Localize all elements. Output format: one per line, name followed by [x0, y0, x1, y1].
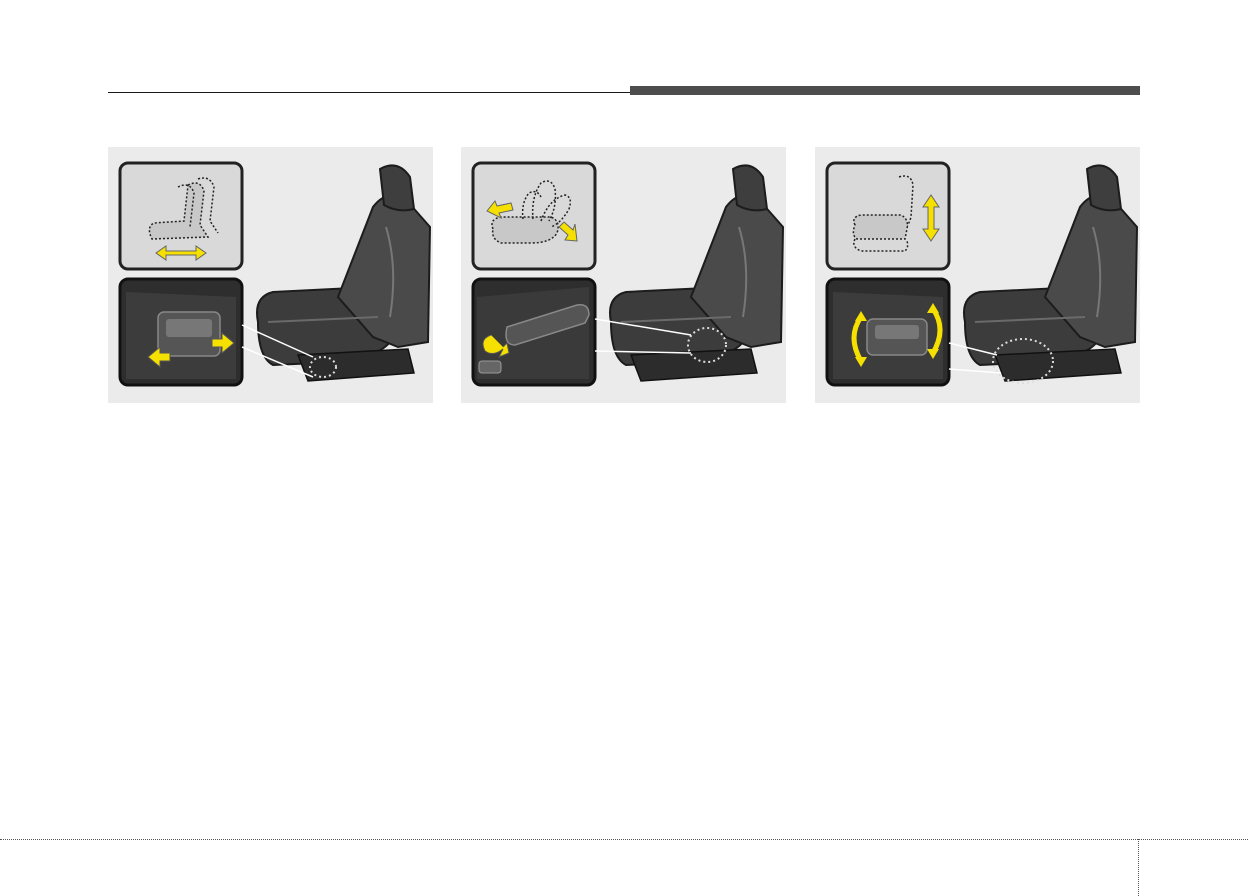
- footer-page-separator: [1138, 839, 1139, 896]
- figure-seat-height: [815, 147, 1140, 403]
- power-seat-illustration: [964, 165, 1137, 383]
- power-seat-illustration: [610, 165, 783, 381]
- power-seat-illustration: [257, 165, 430, 381]
- seat-height-outline-icon: [827, 163, 949, 269]
- figure-seatback-recline: [461, 147, 786, 403]
- seat-slide-outline-icon: [120, 163, 242, 269]
- footer-dotted-rule: [0, 839, 1248, 840]
- seat-recline-outline-icon: [473, 163, 595, 269]
- header-rule-thin: [108, 92, 630, 93]
- figure-seat-forward-backward: [108, 147, 433, 403]
- header-bar: [630, 86, 1140, 95]
